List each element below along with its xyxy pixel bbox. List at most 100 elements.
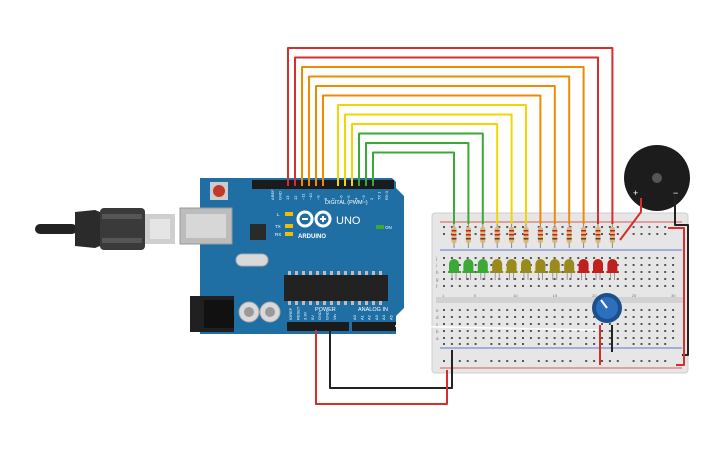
- breadboard-hole: [616, 285, 619, 287]
- breadboard-hole: [648, 337, 651, 339]
- led: [606, 259, 619, 280]
- breadboard-hole: [601, 323, 603, 325]
- breadboard-hole: [632, 323, 635, 325]
- digital-pin-label: 12: [293, 195, 298, 200]
- rail-hole: [601, 226, 603, 228]
- rail-hole: [585, 226, 588, 228]
- rail-hole: [498, 226, 501, 228]
- breadboard-hole: [561, 285, 564, 287]
- breadboard-hole: [482, 309, 485, 311]
- breadboard-hole: [632, 285, 635, 287]
- breadboard-hole: [593, 316, 596, 318]
- rail-hole: [593, 233, 596, 235]
- breadboard-hole: [672, 264, 675, 266]
- rail-hole: [514, 226, 517, 228]
- breadboard-hole: [529, 257, 532, 259]
- breadboard-hole: [458, 337, 461, 339]
- wire-digital-signal: [365, 142, 470, 224]
- breadboard-hole: [561, 316, 564, 318]
- rail-hole: [593, 343, 596, 345]
- column-number: 10: [513, 293, 518, 298]
- led: [534, 259, 547, 280]
- breadboard-hole: [443, 316, 445, 318]
- rail-hole: [498, 360, 501, 362]
- breadboard-hole: [522, 309, 524, 311]
- rail-hole: [537, 343, 540, 345]
- wire-digital-signal: [337, 104, 527, 224]
- rail-hole: [616, 360, 619, 362]
- rail-hole: [664, 343, 667, 345]
- rail-hole: [569, 360, 572, 362]
- breadboard-hole: [585, 285, 588, 287]
- breadboard-hole: [616, 264, 619, 266]
- breadboard-hole: [537, 309, 540, 311]
- breadboard-hole: [601, 257, 603, 259]
- breadboard-hole: [553, 337, 556, 339]
- rail-hole: [648, 226, 651, 228]
- row-letter: g: [436, 277, 439, 282]
- rail-hole: [608, 360, 611, 362]
- breadboard-hole: [490, 285, 493, 287]
- breadboard-hole: [450, 285, 453, 287]
- breadboard-hole: [616, 257, 619, 259]
- breadboard-hole: [624, 257, 627, 259]
- rail-hole: [498, 343, 501, 345]
- breadboard-hole: [482, 285, 485, 287]
- breadboard-hole: [656, 337, 659, 339]
- breadboard-hole: [577, 309, 580, 311]
- breadboard-hole: [522, 330, 524, 332]
- rail-hole: [656, 343, 659, 345]
- breadboard-hole: [672, 285, 675, 287]
- breadboard-hole: [482, 278, 485, 280]
- breadboard-hole: [458, 330, 461, 332]
- rail-hole: [640, 343, 643, 345]
- breadboard-hole: [593, 330, 596, 332]
- breadboard-hole: [593, 278, 596, 280]
- breadboard-hole: [640, 257, 643, 259]
- power-pin-label: Vin: [332, 314, 337, 320]
- rail-hole: [522, 233, 524, 235]
- row-letter: b: [436, 329, 439, 334]
- rail-hole: [522, 226, 524, 228]
- column-number: 30: [671, 293, 676, 298]
- column-number: 25: [632, 293, 637, 298]
- rail-hole: [506, 226, 509, 228]
- breadboard-hole: [656, 257, 659, 259]
- wire-5v-rail: [315, 330, 448, 405]
- breadboard-hole: [561, 330, 564, 332]
- rail-hole: [585, 233, 588, 235]
- analog-pin-label: A3: [374, 314, 379, 320]
- breadboard-hole: [529, 323, 532, 325]
- breadboard-hole: [450, 309, 453, 311]
- breadboard-hole: [529, 285, 532, 287]
- rail-hole: [458, 343, 461, 345]
- breadboard-hole: [443, 264, 445, 266]
- breadboard-hole: [474, 278, 477, 280]
- breadboard-hole: [537, 257, 540, 259]
- digital-pin-label: GND: [278, 191, 283, 200]
- resistor: [537, 222, 543, 248]
- rail-hole: [490, 226, 493, 228]
- breadboard-hole: [482, 316, 485, 318]
- breadboard-hole: [529, 309, 532, 311]
- breadboard-hole: [640, 323, 643, 325]
- analog-pin-label: A5: [389, 314, 394, 320]
- breadboard-hole: [522, 257, 524, 259]
- rail-hole: [561, 233, 564, 235]
- rail-hole: [466, 343, 469, 345]
- breadboard-hole: [577, 257, 580, 259]
- breadboard-hole: [545, 337, 548, 339]
- breadboard-hole: [608, 278, 611, 280]
- breadboard-hole: [664, 330, 667, 332]
- rail-hole: [474, 360, 477, 362]
- rail-hole: [608, 343, 611, 345]
- breadboard-hole: [474, 337, 477, 339]
- breadboard-hole: [522, 278, 524, 280]
- breadboard-hole: [506, 285, 509, 287]
- rail-hole: [522, 343, 524, 345]
- led: [476, 259, 489, 280]
- breadboard-hole: [482, 337, 485, 339]
- breadboard-hole: [545, 264, 548, 266]
- rail-hole: [458, 226, 461, 228]
- rail-hole: [443, 343, 445, 345]
